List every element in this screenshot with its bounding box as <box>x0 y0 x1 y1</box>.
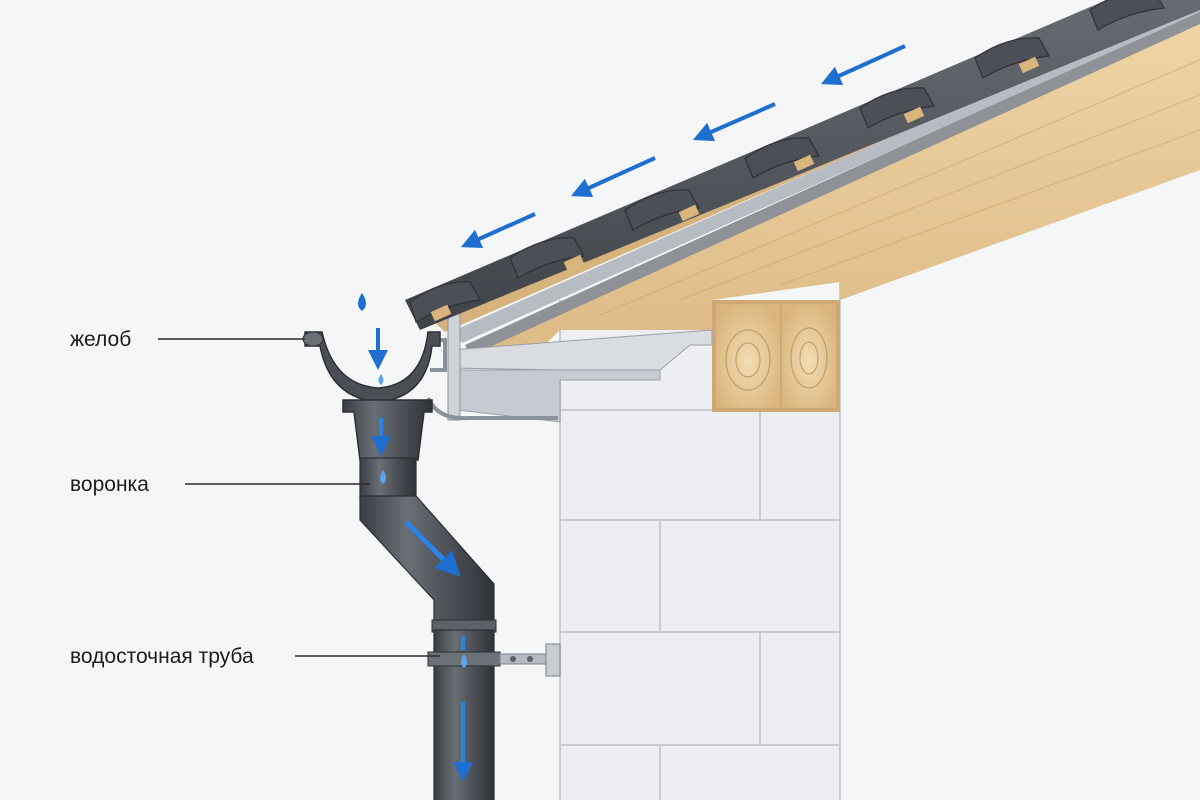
downpipe <box>359 457 561 800</box>
label-downpipe: водосточная труба <box>70 645 254 668</box>
roof-tiles <box>405 0 1200 330</box>
flow-arrow <box>570 156 656 197</box>
water-flow <box>358 293 473 782</box>
funnel <box>342 399 433 461</box>
water-drop-icon <box>461 654 467 668</box>
flow-arrow <box>460 212 536 249</box>
water-drop-icon <box>378 374 384 385</box>
water-drop-icon <box>380 470 386 484</box>
label-gutter: желоб <box>70 328 131 351</box>
timber-beams <box>712 300 840 412</box>
label-funnel: воронка <box>70 473 149 496</box>
gutter <box>302 331 441 403</box>
roof-water-flow-arrows <box>460 44 906 249</box>
water-drop-icon <box>358 293 366 311</box>
flow-arrow <box>692 102 776 142</box>
diagonal-arrow-icon <box>404 520 461 577</box>
labels: желоб воронка водосточная труба <box>70 328 440 668</box>
flow-arrow <box>820 44 906 85</box>
soffit <box>447 299 713 423</box>
